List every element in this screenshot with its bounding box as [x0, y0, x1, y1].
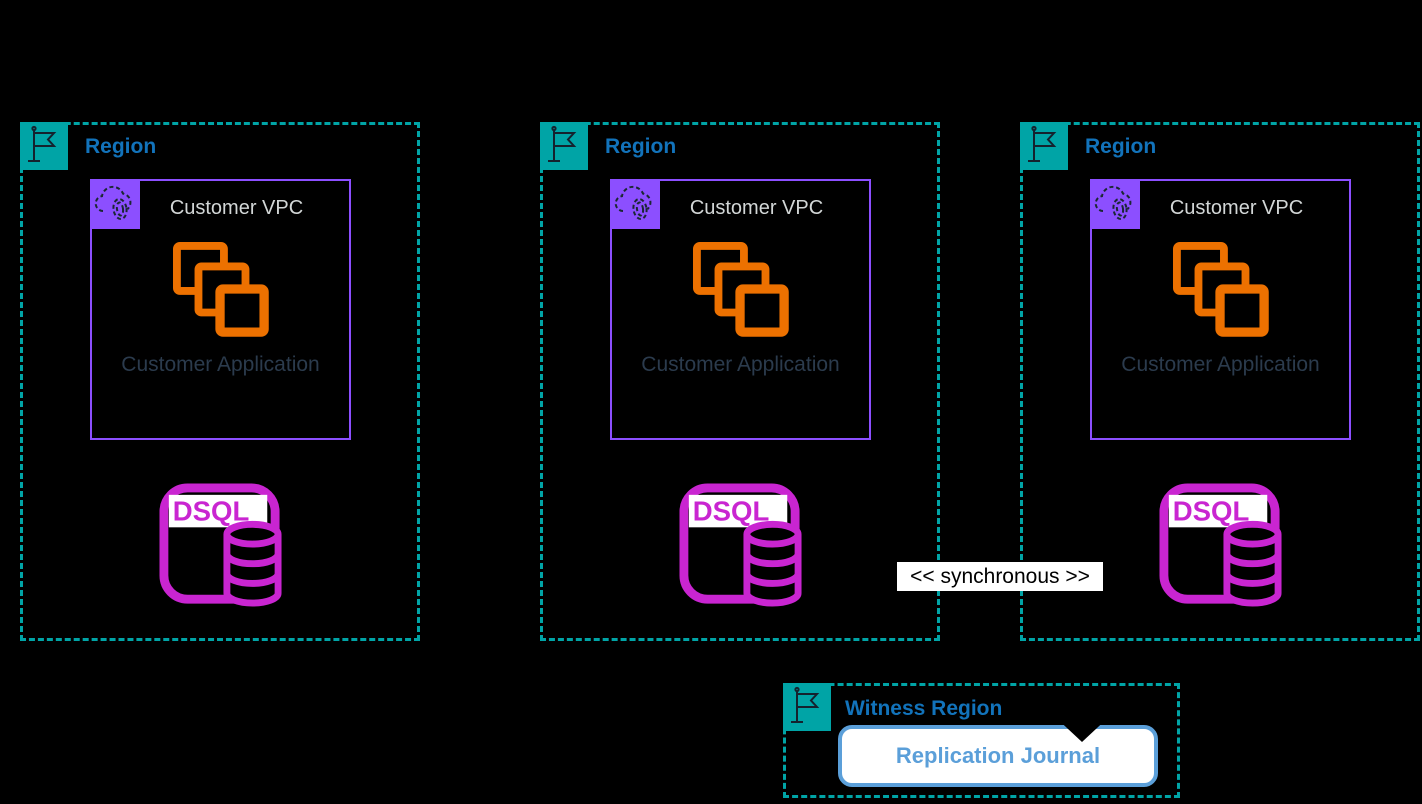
- dsql-label: DSQL: [173, 495, 250, 526]
- region-flag-badge: [1020, 122, 1068, 170]
- customer-application-label: Customer Application: [121, 353, 320, 376]
- region-flag-icon: [28, 125, 57, 162]
- customer-application-label: Customer Application: [1121, 353, 1320, 376]
- dsql-database-icon: DSQL: [1159, 483, 1282, 607]
- region-group-2: Region Customer VPC Cust: [540, 122, 940, 641]
- synchronous-replication-label: << synchronous >>: [897, 562, 1103, 591]
- vpc-badge: [610, 179, 660, 229]
- vpc-cloud-icon: [94, 185, 132, 220]
- witness-region-label: Witness Region: [845, 697, 1003, 720]
- vpc-cloud-icon: [1094, 185, 1132, 220]
- customer-vpc-box: Customer VPC Customer Application: [1090, 179, 1351, 440]
- witness-region-group: Witness Region Replication Journal: [783, 683, 1180, 798]
- vpc-badge: [90, 179, 140, 229]
- customer-application-icon: [1172, 241, 1269, 337]
- region-flag-icon: [1028, 125, 1057, 162]
- region-flag-badge: [783, 683, 831, 731]
- customer-application-label: Customer Application: [641, 353, 840, 376]
- vpc-badge: [1090, 179, 1140, 229]
- region-label: Region: [605, 135, 677, 158]
- replication-journal-box: Replication Journal: [838, 725, 1158, 787]
- vpc-label: Customer VPC: [689, 197, 824, 219]
- customer-vpc-box: Customer VPC Customer Application: [610, 179, 871, 440]
- arrowhead-icon: [1052, 714, 1112, 742]
- dsql-label: DSQL: [1173, 495, 1250, 526]
- region-label: Region: [1085, 135, 1157, 158]
- region-flag-badge: [20, 122, 68, 170]
- vpc-label: Customer VPC: [169, 197, 304, 219]
- region-group-1: Region Customer VPC Cust: [20, 122, 420, 641]
- region-group-3: Region Customer VPC Cust: [1020, 122, 1420, 641]
- customer-application-icon: [692, 241, 789, 337]
- region-label: Region: [85, 135, 157, 158]
- dsql-database-icon: DSQL: [679, 483, 802, 607]
- dsql-database-icon: DSQL: [159, 483, 282, 607]
- region-flag-icon: [791, 686, 820, 723]
- customer-vpc-box: Customer VPC Customer Application: [90, 179, 351, 440]
- customer-application-icon: [172, 241, 269, 337]
- dsql-label: DSQL: [693, 495, 770, 526]
- vpc-cloud-icon: [614, 185, 652, 220]
- vpc-label: Customer VPC: [1169, 197, 1304, 219]
- region-flag-badge: [540, 122, 588, 170]
- region-flag-icon: [548, 125, 577, 162]
